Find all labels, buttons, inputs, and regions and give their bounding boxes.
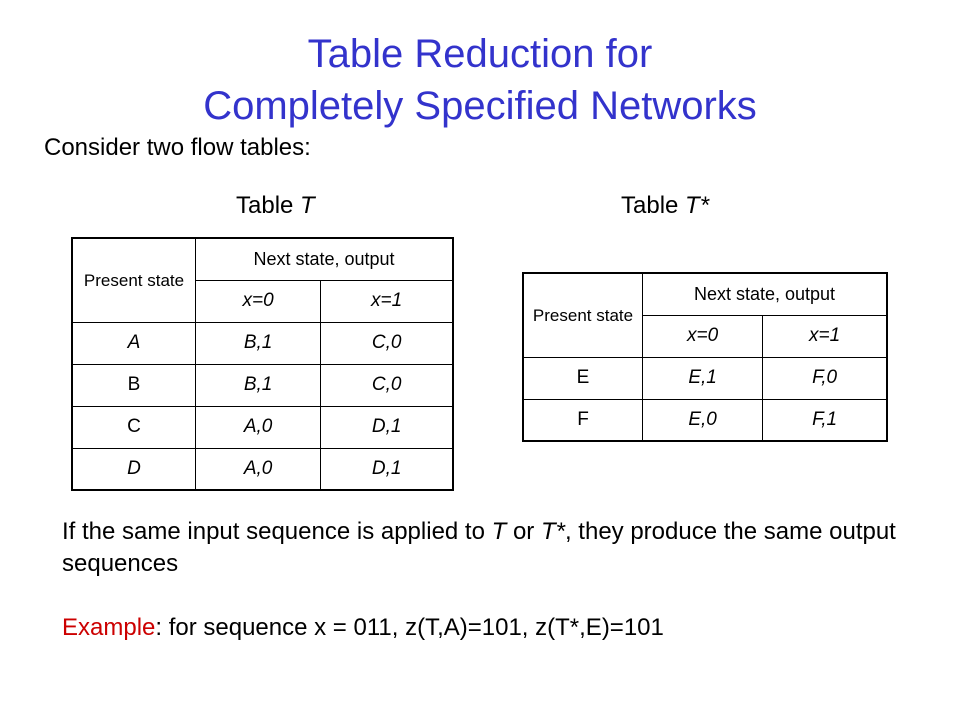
state-cell: B <box>71 363 196 407</box>
col-x1-header: x=1 <box>762 314 888 358</box>
x0-cell: A,0 <box>194 447 322 491</box>
next-state-header: Next state, output <box>642 272 888 316</box>
x1-cell: F,0 <box>762 356 888 400</box>
table-t-caption-name: T <box>300 192 315 219</box>
next-state-header: Next state, output <box>195 237 454 281</box>
x1-cell: F,1 <box>762 398 888 442</box>
x0-cell: A,0 <box>194 405 322 449</box>
state-cell: D <box>71 447 196 491</box>
col-x1-header: x=1 <box>320 279 454 323</box>
title-line-2: Completely Specified Networks <box>203 84 757 128</box>
table-tstar-caption-name: T* <box>685 192 710 219</box>
table-row: F E,0 F,1 <box>522 398 888 442</box>
example-line: Example: for sequence x = 011, z(T,A)=10… <box>62 614 664 642</box>
x1-cell: C,0 <box>320 321 454 365</box>
slide-title: Table Reduction for Completely Specified… <box>0 28 960 132</box>
intro-text: Consider two flow tables: <box>44 134 311 161</box>
state-cell: F <box>522 398 643 442</box>
state-cell: A <box>71 321 196 365</box>
table-row: D A,0 D,1 <box>71 447 454 491</box>
title-line-1: Table Reduction for <box>307 32 653 76</box>
table-t-caption-prefix: Table <box>236 192 301 219</box>
x1-cell: D,1 <box>320 447 454 491</box>
table-t-caption: Table T <box>236 192 315 220</box>
equivalence-statement: If the same input sequence is applied to… <box>62 518 896 577</box>
state-cell: C <box>71 405 196 449</box>
x1-cell: D,1 <box>320 405 454 449</box>
x0-cell: B,1 <box>194 363 322 407</box>
table-row: E E,1 F,0 <box>522 356 888 400</box>
state-cell: E <box>522 356 643 400</box>
col-x0-header: x=0 <box>194 279 322 323</box>
x0-cell: E,0 <box>641 398 764 442</box>
x0-cell: B,1 <box>194 321 322 365</box>
table-row: C A,0 D,1 <box>71 405 454 449</box>
present-state-header: Present state <box>71 237 196 323</box>
table-tstar-caption: Table T* <box>621 192 709 220</box>
table-t: Present state Next state, output x=0 x=1… <box>71 237 454 491</box>
x1-cell: C,0 <box>320 363 454 407</box>
table-tstar-caption-prefix: Table <box>621 192 686 219</box>
table-tstar: Present state Next state, output x=0 x=1… <box>522 272 888 442</box>
present-state-header: Present state <box>522 272 643 358</box>
table-row: A B,1 C,0 <box>71 321 454 365</box>
x0-cell: E,1 <box>641 356 764 400</box>
example-label: Example <box>62 614 156 641</box>
example-text: : for sequence x = 011, z(T,A)=101, z(T*… <box>155 614 664 641</box>
table-row: B B,1 C,0 <box>71 363 454 407</box>
col-x0-header: x=0 <box>641 314 764 358</box>
